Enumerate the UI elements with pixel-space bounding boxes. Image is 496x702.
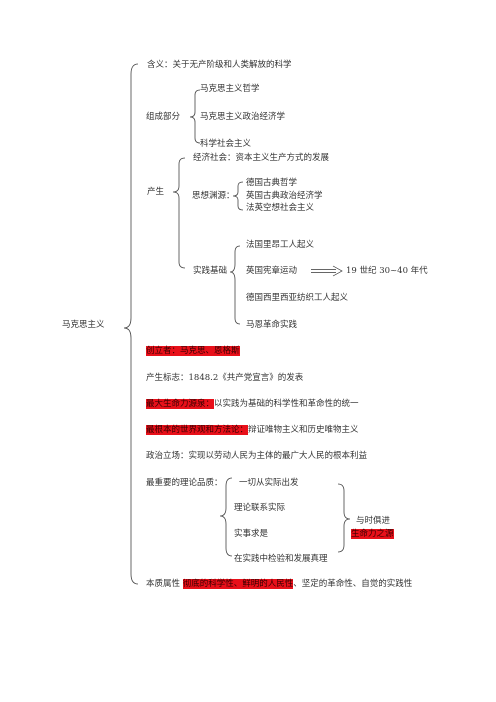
quality-item: 一切从实际出发 — [239, 478, 299, 488]
thought-item: 德国古典哲学 — [246, 178, 298, 188]
thought-brace — [232, 181, 244, 211]
practice-label: 实践基础 — [193, 266, 228, 276]
quality-result: 与时俱进 — [356, 516, 391, 526]
essence-row: 本质属性 彻底的科学性、鲜明的人民性、坚定的革命性、自觉的实践性 — [146, 579, 412, 590]
origin-brace — [172, 157, 186, 269]
position-text: 政治立场：实现以劳动人民为主体的最广大人民的根本利益 — [146, 451, 368, 461]
composition-brace — [189, 89, 201, 144]
practice-item: 法国里昂工人起义 — [246, 240, 315, 250]
viewpoint-value: 辩证唯物主义和历史唯物主义 — [248, 425, 359, 435]
practice-brace — [229, 245, 241, 325]
essence-sep: 、 — [233, 579, 243, 589]
root-label: 马克思主义 — [62, 320, 105, 330]
essence-rest: 、坚定的革命性、自觉的实践性 — [293, 579, 413, 589]
arrow-icon — [311, 265, 343, 277]
practice-item: 德国西里西亚纺织工人起义 — [246, 293, 349, 303]
quality-right-brace — [337, 483, 351, 553]
composition-item: 马克思主义哲学 — [200, 84, 260, 94]
thought-item: 法英空想社会主义 — [246, 203, 315, 213]
main-brace — [123, 63, 139, 585]
vitality-row: 最大生命力源泉：以实践为基础的科学性和革命性的统一 — [146, 399, 359, 410]
viewpoint-row: 最根本的世界观和方法论：辩证唯物主义和历史唯物主义 — [146, 425, 359, 436]
practice-item: 英国宪章运动 — [246, 266, 298, 276]
essence-label: 本质属性 — [146, 579, 181, 589]
thought-item: 英国古典政治经济学 — [246, 191, 323, 201]
composition-item: 科学社会主义 — [200, 139, 252, 149]
quality-result-sub-text: 生命力之源 — [351, 529, 394, 539]
quality-item: 在实践中检验和发展真理 — [234, 554, 328, 564]
quality-left-brace — [219, 477, 233, 557]
origin-label: 产生 — [147, 187, 165, 197]
quality-result-sub: 生命力之源 — [351, 529, 394, 540]
practice-item: 马恩革命实践 — [246, 320, 298, 330]
economic-text: 经济社会：资本主义生产方式的发展 — [193, 153, 330, 163]
vitality-value: 以实践为基础的科学性和革命性的统一 — [214, 399, 359, 409]
meaning-text: 含义：关于无产阶级和人类解放的科学 — [147, 60, 292, 70]
quality-label: 最重要的理论品质： — [146, 478, 223, 488]
composition-item: 马克思主义政治经济学 — [200, 112, 286, 122]
symbol-text: 产生标志：1848.2《共产党宣言》的发表 — [146, 373, 304, 383]
founders-row: 创立者：马克思、恩格斯 — [146, 346, 240, 357]
vitality-label: 最大生命力源泉： — [146, 399, 215, 409]
quality-item: 理论联系实际 — [234, 503, 286, 513]
composition-label: 组成部分 — [146, 112, 181, 122]
founders-label: 创立者： — [146, 346, 181, 356]
essence-highlight-1: 彻底的科学性 — [182, 579, 234, 589]
thought-label: 思想渊源： — [192, 191, 235, 201]
viewpoint-label: 最根本的世界观和方法论： — [146, 425, 249, 435]
essence-highlight-2: 鲜明的人民性 — [242, 579, 294, 589]
period-text: 19 世纪 30~40 年代 — [346, 266, 428, 276]
founders-value: 马克思、恩格斯 — [180, 346, 240, 356]
quality-item: 实事求是 — [234, 529, 269, 539]
